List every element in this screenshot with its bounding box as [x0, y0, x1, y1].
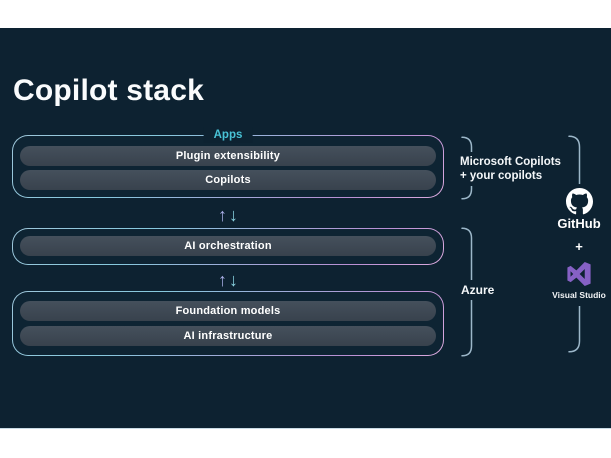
arrow-up-icon: ↑ — [218, 270, 227, 290]
azure-bracket-label: Azure — [454, 280, 502, 300]
github-icon — [565, 188, 593, 215]
slide-title: Copilot stack — [13, 74, 204, 107]
copilots-bracket-label-line1: Microsoft Copilots — [460, 156, 561, 168]
arrow-down-icon: ↓ — [229, 270, 238, 290]
visual-studio-icon — [567, 261, 591, 287]
tools-block: GitHub + Visual Studio — [548, 184, 610, 306]
pill-plugin-extensibility: Plugin extensibility — [20, 146, 436, 166]
copilot-stack-slide: Copilot stack Apps Plugin extensibility … — [0, 28, 611, 428]
orchestration-layer-group: AI orchestration — [12, 228, 444, 265]
copilots-bracket-label-line2: + your copilots — [460, 170, 543, 182]
infrastructure-layer-group: Foundation models AI infrastructure — [12, 291, 444, 356]
apps-layer-label: Apps — [203, 127, 253, 143]
apps-layer-group: Apps Plugin extensibility Copilots — [12, 127, 444, 198]
arrow-up-icon: ↑ — [218, 205, 227, 225]
pill-copilots: Copilots — [20, 170, 436, 190]
arrow-down-icon: ↓ — [229, 205, 238, 225]
flow-arrows-apps-orchestration: ↑↓ — [12, 202, 444, 228]
copilots-bracket-label: Microsoft Copilots + your copilots — [459, 152, 567, 186]
github-label: GitHub — [557, 216, 601, 231]
visual-studio-label: Visual Studio — [552, 290, 606, 300]
pill-foundation-models: Foundation models — [20, 301, 436, 321]
pill-ai-orchestration: AI orchestration — [20, 236, 436, 256]
plus-sign: + — [575, 239, 583, 254]
pill-ai-infrastructure: AI infrastructure — [20, 326, 436, 346]
flow-arrows-orchestration-infra: ↑↓ — [12, 267, 444, 293]
